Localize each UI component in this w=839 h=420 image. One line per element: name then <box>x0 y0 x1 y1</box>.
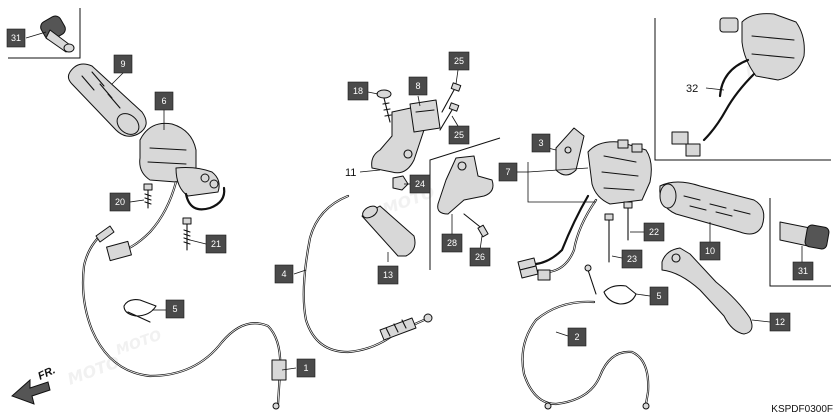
callout-28-text: 28 <box>447 238 457 248</box>
callout-2-text: 2 <box>574 332 579 342</box>
callout-31-left-text: 31 <box>11 33 21 43</box>
callouts: 31 9 6 20 21 5 1 4 <box>6 28 814 378</box>
callout-2: 2 <box>567 327 587 347</box>
switch-plate-part <box>555 127 585 176</box>
callout-21-text: 21 <box>211 239 221 249</box>
diagram-code: KSPDF0300F <box>771 404 833 415</box>
callout-31-left: 31 <box>6 28 26 48</box>
pin-26-part <box>463 213 489 238</box>
screw-23-part <box>604 213 614 263</box>
callout-3-text: 3 <box>538 138 543 148</box>
callout-10: 10 <box>699 241 721 261</box>
bolt-20-part <box>143 183 153 209</box>
lever-holder-28-part <box>437 155 494 215</box>
frame-top-left <box>8 8 81 59</box>
frame-top-right <box>654 18 831 161</box>
screw-18-part <box>376 89 392 123</box>
screw-22-part <box>623 201 633 241</box>
frame-clutch-lever <box>429 137 501 270</box>
label-11: 11 <box>345 167 356 179</box>
callout-5-left: 5 <box>165 299 185 319</box>
left-switch-harness <box>106 180 226 262</box>
callout-18: 18 <box>347 81 369 101</box>
callout-13-text: 13 <box>383 270 393 280</box>
callout-26-text: 26 <box>475 252 485 262</box>
clutch-cable-part <box>302 194 433 354</box>
holder-8-part <box>409 99 441 133</box>
cable-clip-left-part <box>123 299 157 323</box>
callout-1: 1 <box>296 358 316 378</box>
grip-end-part-right <box>779 221 830 250</box>
callout-9: 9 <box>113 54 133 74</box>
callout-4-text: 4 <box>281 269 286 279</box>
callout-5-right-text: 5 <box>656 291 661 301</box>
dust-boot-part <box>361 205 416 257</box>
right-switch-harness <box>517 194 598 281</box>
callout-25-upper-text: 25 <box>454 56 464 66</box>
throttle-housing-part <box>139 122 220 197</box>
bolt-21-part <box>182 217 192 251</box>
leader-lines <box>25 31 803 371</box>
callout-24: 24 <box>409 174 431 194</box>
frame-right-grip-end <box>769 198 831 287</box>
callout-24-text: 24 <box>415 179 425 189</box>
callout-3: 3 <box>531 133 551 153</box>
callout-20-text: 20 <box>115 197 125 207</box>
cable-2-part <box>521 300 650 410</box>
callout-23-text: 23 <box>627 254 637 264</box>
watermark-4: MOTO <box>114 328 164 359</box>
callout-25-lower-text: 25 <box>454 130 464 140</box>
callout-26: 26 <box>469 247 491 267</box>
callout-7-text: 7 <box>505 167 510 177</box>
callout-31-right-text: 31 <box>798 266 808 276</box>
callout-12: 12 <box>769 312 791 332</box>
callout-6-text: 6 <box>161 96 166 106</box>
bolt-25-lower-part <box>439 102 460 131</box>
callout-9-text: 9 <box>120 59 125 69</box>
brake-lever-part <box>661 247 753 335</box>
callout-6: 6 <box>154 91 174 111</box>
callout-13: 13 <box>377 265 399 285</box>
callout-5-right: 5 <box>649 286 669 306</box>
direction-label: FR. <box>36 364 57 382</box>
throttle-cable-part <box>81 225 287 410</box>
nut-24-part <box>392 175 409 191</box>
callout-18-text: 18 <box>353 86 363 96</box>
callout-20: 20 <box>109 192 131 212</box>
label-32: 32 <box>686 83 698 95</box>
switch-assembly-32-part <box>671 13 805 157</box>
front-direction-arrow: FR. <box>11 364 57 405</box>
callout-22: 22 <box>643 222 665 242</box>
callout-28: 28 <box>441 233 463 253</box>
callout-23: 23 <box>621 249 643 269</box>
clutch-bracket-part <box>371 105 425 174</box>
callout-22-text: 22 <box>649 227 659 237</box>
bolt-25-upper-part <box>441 82 462 113</box>
callout-31-right: 31 <box>792 261 814 281</box>
watermark-3: MOTO <box>65 352 123 388</box>
callout-25-upper: 25 <box>448 51 470 71</box>
callout-10-text: 10 <box>705 246 715 256</box>
callout-7: 7 <box>498 162 518 182</box>
callout-12-text: 12 <box>775 317 785 327</box>
right-grip-part <box>659 181 765 235</box>
callout-5-left-text: 5 <box>172 304 177 314</box>
callout-8: 8 <box>408 76 428 96</box>
callout-8-text: 8 <box>415 81 420 91</box>
switch-housing-right-part <box>587 139 652 205</box>
arrow-icon <box>11 378 51 405</box>
grip-end-part-left <box>40 15 75 53</box>
cable-clip-right-part <box>584 264 637 305</box>
throttle-grip-part <box>67 63 147 137</box>
callout-4: 4 <box>274 264 294 284</box>
callout-25-lower: 25 <box>448 125 470 145</box>
frames <box>8 8 831 287</box>
callout-1-text: 1 <box>303 363 308 373</box>
callout-21: 21 <box>205 234 227 254</box>
